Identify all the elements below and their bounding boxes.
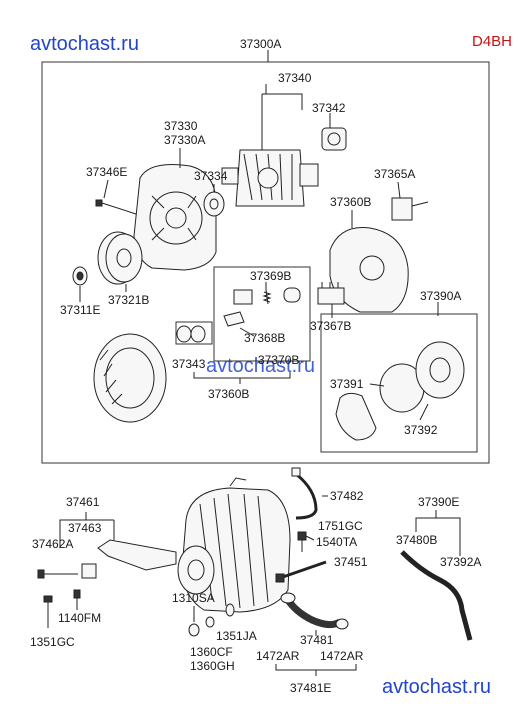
leader-1540TA [305,535,315,541]
label-37463: 37463 [68,521,102,535]
label-1310SA: 1310SA [172,591,215,605]
rectifier-37367B [317,282,345,305]
label-37368B: 37368B [244,331,285,345]
bolt-37346E [95,199,137,215]
label-37342: 37342 [312,101,346,115]
leader-37392 [419,403,429,421]
label-1360GH: 1360GH [190,659,235,673]
regulator-37365A [391,197,429,221]
brush-sub-box [213,266,311,362]
label-37390E: 37390E [418,495,459,509]
bracket-37463 [81,539,177,579]
label-1351GC: 1351GC [30,635,75,649]
label-1540TA: 1540TA [316,535,357,549]
leader-37461 [59,512,115,548]
bolt-37451 [275,560,327,583]
label-37311E: 37311E [60,303,100,317]
assembly-frame [41,61,490,464]
front-bracket-part [133,164,217,271]
label-37392: 37392 [404,423,438,437]
leader-37481E [275,664,357,676]
pulley-assy-37390A [335,341,465,441]
alternator-assembly [177,477,291,613]
label-37369B: 37369B [250,269,291,283]
leader-37391 [369,383,385,387]
label-37451: 37451 [334,555,368,569]
leader-37368B [239,327,255,337]
label-37480B: 37480B [396,533,437,547]
label-37462A: 37462A [32,537,73,551]
label-37360B-top: 37360B [330,195,371,209]
washer-1351JA [225,603,235,617]
leader-37360B-bottom [193,372,291,384]
watermark-bottom: avtochast.ru [382,676,491,698]
pulley-sub-box [320,313,478,453]
label-37300A: 37300A [240,37,281,51]
bolt-1540TA [297,531,307,552]
label-37481E: 37481E [290,681,331,695]
label-37390A: 37390A [420,289,461,303]
label-1472AR-right: 1472AR [320,649,364,663]
label-37340: 37340 [278,71,312,85]
bolt-1140FM [73,589,81,610]
label-1140FM: 1140FM [58,611,101,625]
label-37360B-bottom: 37360B [208,387,249,401]
label-37482: 37482 [330,489,364,503]
nut-1310SA [188,623,200,637]
rear-bracket-37360B [329,226,409,313]
label-37334: 37334 [194,169,228,183]
label-37321B: 37321B [108,293,149,307]
label-37391: 37391 [330,377,364,391]
leader-37346E [103,179,109,199]
pulley-37321B [97,231,143,285]
washers-37343 [175,321,213,345]
label-37481: 37481 [300,633,334,647]
leader-37365A [397,181,401,199]
label-1472AR-left: 1472AR [256,649,300,663]
brush-holder-parts [223,287,301,327]
label-1360CF: 1360CF [190,645,233,659]
label-37343: 37343 [172,357,206,371]
hose-37390E [400,550,473,641]
label-37330A: 37330A [164,133,205,147]
label-37367B: 37367B [310,319,351,333]
label-37461: 37461 [66,495,100,509]
engine-code: D4BH [472,33,512,50]
leader-37390E [415,510,461,556]
nut-37311E [72,266,88,286]
label-37346E: 37346E [86,165,127,179]
label-37365A: 37365A [374,167,415,181]
leader-37340 [261,84,303,150]
label-1351JA: 1351JA [216,629,257,643]
label-37370B: 37370B [258,353,299,367]
bolt-37462A [37,569,74,579]
bearing-37334 [203,191,225,217]
label-37392A: 37392A [440,555,481,569]
wire-37482 [291,467,318,520]
label-37330: 37330 [164,119,198,133]
bolt-1351GC [43,595,53,628]
watermark-top: avtochast.ru [30,33,139,55]
washer-1360CF [205,616,215,628]
bearing-37342 [321,127,347,151]
rotor-part [221,149,319,207]
hose-37481 [280,592,349,630]
label-1751GC: 1751GC [318,519,363,533]
stator-part [93,333,167,423]
